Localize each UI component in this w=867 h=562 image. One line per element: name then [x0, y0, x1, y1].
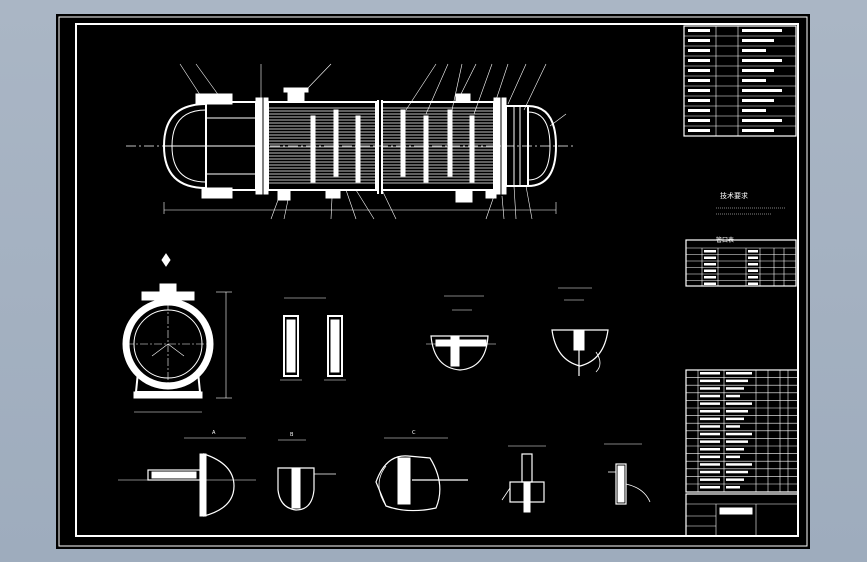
detail-nozzle-a: A	[118, 430, 256, 517]
table-text-block	[704, 282, 716, 285]
tech-req-heading: 技术要求	[720, 191, 748, 200]
detail-tubesheet-joint	[426, 295, 496, 371]
table-text-block	[726, 387, 744, 390]
table-text-block	[726, 410, 748, 413]
table-text-block	[700, 478, 720, 481]
table-text-block	[742, 39, 774, 42]
table-text-block	[688, 119, 710, 122]
table-text-block	[700, 417, 720, 421]
table-text-block	[688, 79, 710, 82]
table-text-block	[688, 29, 710, 32]
table-text-block	[742, 49, 766, 52]
table-text-block	[726, 470, 748, 474]
table-text-block	[700, 448, 720, 451]
drawing-sheet[interactable]: A B C	[56, 14, 810, 549]
table-text-block	[742, 29, 782, 32]
table-text-block	[748, 269, 758, 272]
table-text-block	[704, 276, 716, 279]
drawing-canvas: A B C	[58, 16, 808, 547]
table-text-block	[748, 263, 758, 266]
end-section-view	[122, 253, 232, 413]
detail-nozzle-b: B	[277, 432, 336, 511]
table-text-block	[748, 256, 758, 259]
table-text-block	[700, 432, 720, 436]
table-text-block	[742, 99, 774, 102]
nozzle-table: 管口表	[685, 236, 797, 287]
detail-nozzle-c: C	[375, 430, 468, 512]
table-text-block	[700, 486, 720, 489]
table-text-block	[688, 99, 710, 102]
table-text-block	[688, 109, 710, 112]
table-text-block	[688, 129, 710, 132]
detail-nozzle-d	[501, 445, 546, 513]
table-text-block	[726, 448, 744, 451]
table-text-block	[700, 463, 720, 466]
table-text-block	[726, 372, 752, 375]
table-text-block	[700, 410, 720, 413]
table-text-block	[688, 69, 710, 72]
table-text-block	[700, 379, 720, 383]
table-text-block	[742, 89, 782, 92]
table-text-block	[726, 425, 740, 428]
design-data-table	[683, 25, 797, 137]
table-text-block	[688, 49, 710, 52]
parts-list-table	[685, 369, 799, 493]
table-text-block	[688, 59, 710, 62]
title-block	[685, 493, 799, 537]
table-text-block	[742, 119, 782, 122]
table-text-block	[742, 69, 774, 72]
table-text-block	[742, 129, 774, 132]
table-text-block	[742, 79, 766, 82]
table-text-block	[700, 402, 720, 405]
table-text-block	[700, 372, 720, 375]
table-text-block	[726, 394, 740, 398]
detail-cone-section	[551, 287, 609, 376]
table-text-block	[726, 486, 740, 489]
view-b-label: B	[290, 432, 294, 438]
table-text-block	[726, 379, 748, 383]
view-c-label: C	[412, 430, 416, 436]
detail-nozzle-e	[604, 443, 651, 505]
saddle-detail-views	[280, 297, 346, 381]
table-text-block	[700, 470, 720, 474]
table-text-block	[700, 394, 720, 398]
table-text-block	[726, 455, 740, 459]
table-text-block	[748, 282, 758, 285]
technical-requirements: 技术要求	[716, 191, 786, 215]
table-text-block	[688, 39, 710, 42]
view-a-label: A	[212, 430, 216, 436]
table-text-block	[700, 440, 720, 443]
table-text-block	[742, 59, 782, 62]
table-text-block	[700, 455, 720, 459]
table-text-block	[704, 269, 716, 272]
table-text-block	[700, 387, 720, 390]
table-text-block	[748, 250, 758, 253]
table-text-block	[704, 250, 716, 253]
outer-border	[58, 16, 808, 547]
main-elevation-view	[126, 63, 576, 220]
table-text-block	[704, 256, 716, 259]
table-text-block	[700, 425, 720, 428]
table-text-block	[726, 432, 752, 436]
table-text-block	[704, 263, 716, 266]
table-text-block	[742, 109, 766, 112]
table-text-block	[688, 89, 710, 92]
table-text-block	[748, 276, 758, 279]
inner-border	[75, 23, 799, 537]
table-text-block	[726, 417, 744, 421]
table-text-block	[726, 440, 748, 443]
table-text-block	[726, 463, 752, 466]
table-text-block	[726, 478, 744, 481]
table-text-block	[726, 402, 752, 405]
